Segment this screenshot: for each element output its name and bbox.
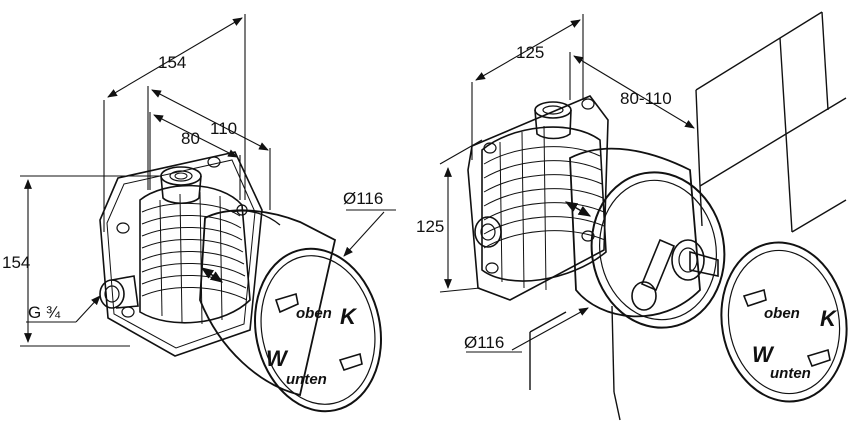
tile-wall <box>529 11 847 421</box>
left-dimension-lines <box>20 14 396 347</box>
left-cap-top-text: oben <box>296 305 332 322</box>
left-valve-body <box>99 151 382 413</box>
left-cap-letter-left: W <box>266 346 289 371</box>
left-dim-depth-80: 80 <box>181 129 200 148</box>
right-cap-letter-left: W <box>752 342 775 367</box>
left-dim-thread: G ¾ <box>28 303 61 322</box>
left-dim-diameter: Ø116 <box>343 189 383 208</box>
left-dim-width-154: 154 <box>158 53 186 72</box>
right-dimension-lines <box>439 14 695 353</box>
right-valve-body <box>467 95 726 329</box>
right-dim-height-125: 125 <box>416 217 444 236</box>
right-cap <box>720 241 848 403</box>
right-dim-width-125: 125 <box>516 43 544 62</box>
left-dim-depth-110: 110 <box>210 119 237 138</box>
right-dim-depth-range: 80-110 <box>620 89 672 108</box>
right-cap-letter-right: K <box>820 306 838 331</box>
left-cap-bottom-text: unten <box>286 371 327 388</box>
left-cap-letter-right: K <box>340 304 358 329</box>
right-dim-diameter: Ø116 <box>464 333 504 352</box>
right-cap-top-text: oben <box>764 305 800 322</box>
right-cap-bottom-text: unten <box>770 365 811 382</box>
left-dim-height-154: 154 <box>2 253 30 272</box>
